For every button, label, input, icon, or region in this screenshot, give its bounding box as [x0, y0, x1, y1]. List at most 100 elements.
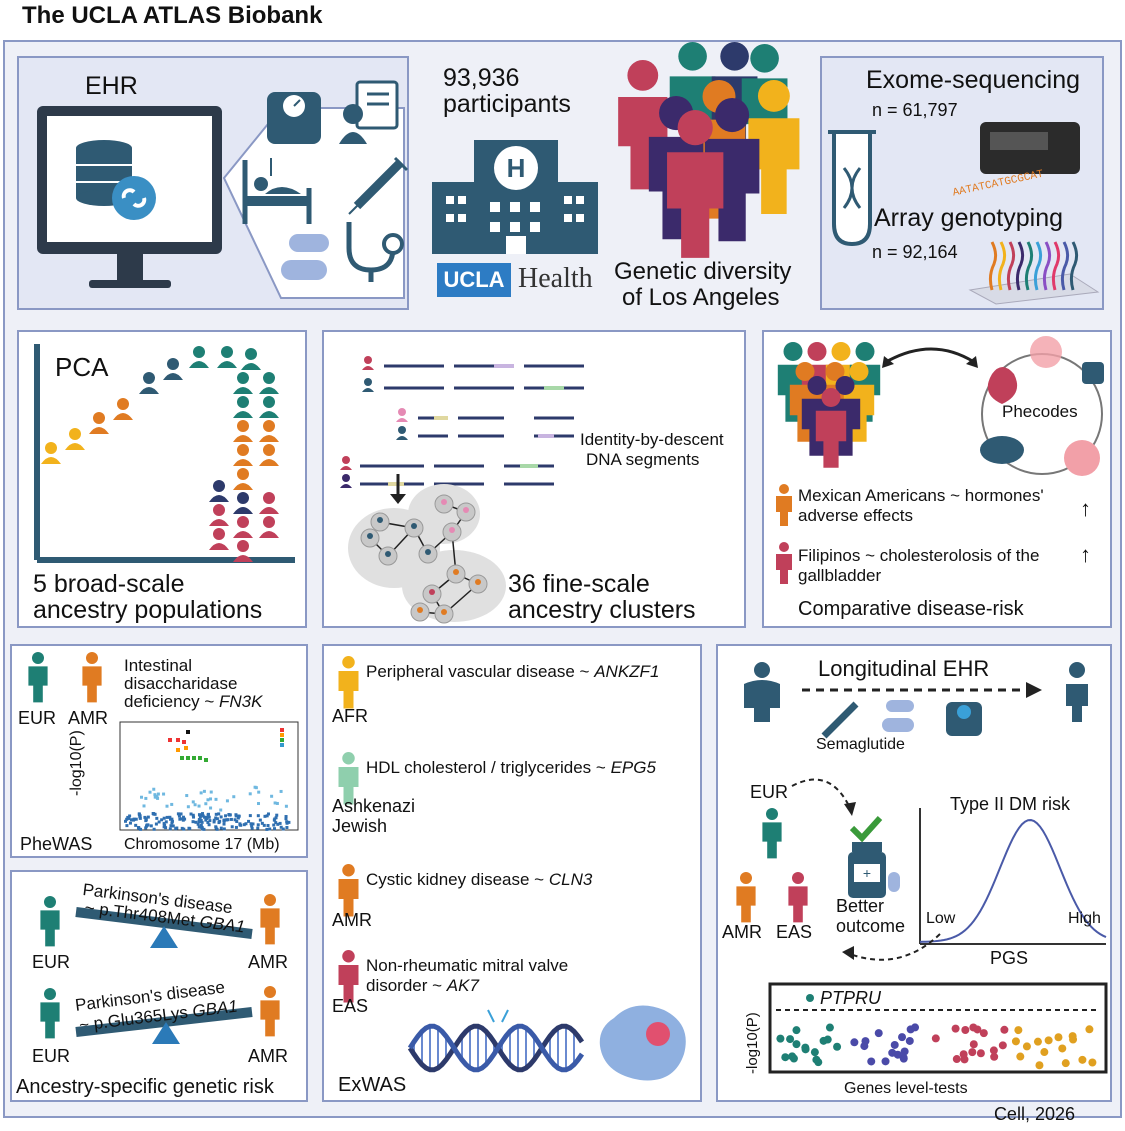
pca-person: [89, 412, 109, 434]
checkmark-icon: [849, 815, 883, 843]
gene-test-dot: [1054, 1033, 1063, 1042]
ibd-person-head: [342, 474, 350, 482]
eur-person-icon-2: [40, 988, 60, 1039]
gene-test-dot: [890, 1040, 899, 1049]
exome-label: Exome-sequencing: [866, 66, 1081, 94]
array-strand: [1060, 241, 1070, 291]
exwas-population: EAS: [332, 996, 369, 1016]
ancestry-risk-panel: Parkinson's disease ~ p.Thr408Met GBA1 E…: [10, 870, 308, 1102]
pca-person: [217, 346, 237, 368]
long-eur-person-icon: [762, 808, 782, 859]
amr-person-icon-2: [260, 986, 280, 1037]
pca-panel: PCA 5 broad-scale ancestry populations: [17, 330, 307, 628]
exwas-population: Ashkenazi: [332, 796, 416, 816]
crowd-person: [667, 110, 724, 258]
gene-test-dot: [1061, 1059, 1070, 1068]
svg-text:H: H: [507, 153, 526, 183]
exwas-trait: Peripheral vascular disease ~ ANKZF1: [366, 662, 660, 681]
network-node: [411, 523, 417, 529]
exwas-person-icon: [338, 752, 359, 805]
participants-label: participants: [443, 90, 571, 118]
gene-test-ylabel: -log10(P): [744, 1012, 761, 1074]
exwas-gene: EPG5: [610, 758, 656, 777]
syringe-small-icon: [821, 701, 859, 739]
array-strand: [1015, 241, 1025, 291]
exwas-trait: HDL cholesterol / triglycerides ~ EPG5: [366, 758, 656, 777]
gene-test-dot: [801, 1043, 810, 1052]
ibd-panel: Identity-by-descent DNA segments 36 fine…: [322, 330, 746, 628]
risk1-eur: EUR: [32, 952, 71, 972]
better-outcome-line2: outcome: [836, 916, 906, 936]
phewas-xlabel: Chromosome 17 (Mb): [124, 836, 280, 853]
pca-person: [209, 528, 229, 550]
array-strand: [1042, 241, 1052, 291]
ibd-segments: [340, 356, 584, 624]
exwas-person-icon: [338, 950, 359, 1003]
gene-test-dot: [819, 1036, 828, 1045]
phewas-panel: EUR AMR Intestinal disaccharidase defici…: [10, 644, 308, 858]
gene-test-dot: [812, 1055, 821, 1064]
risk2-eur: EUR: [32, 1046, 71, 1066]
network-node: [425, 549, 431, 555]
phewas-manhattan-plot: [119, 721, 299, 831]
gene-test-dot: [989, 1046, 998, 1055]
phecodes-label: Phecodes: [1002, 402, 1078, 421]
microarray-chip-icon: [968, 241, 1100, 305]
exwas-person: [338, 950, 359, 1003]
gene-tests-xlabel: Genes level-tests: [844, 1080, 968, 1097]
diversity-line2: of Los Angeles: [622, 284, 780, 311]
gene-test-dot: [961, 1026, 970, 1035]
fn3k-gene: FN3K: [218, 692, 263, 711]
pca-person: [113, 398, 133, 420]
test-tube-icon: [828, 130, 876, 247]
gene-test-dot: [976, 1049, 985, 1058]
long-eur-label: EUR: [750, 782, 789, 802]
gene-test-dot: [911, 1023, 920, 1032]
pgs-xlabel: PGS: [990, 948, 1029, 968]
pca-person: [259, 372, 279, 394]
pca-person: [233, 372, 253, 394]
gene-test-dot: [959, 1050, 968, 1059]
protein-structure-icon: [599, 1005, 686, 1081]
diverse-people-icon: [618, 42, 800, 258]
exwas-person: [338, 752, 359, 805]
pca-person: [233, 516, 253, 538]
sequencer-icon: [980, 122, 1080, 174]
scale-icon: [267, 92, 321, 144]
participants-count: 93,936: [443, 64, 520, 92]
gene-test-dot: [968, 1048, 977, 1057]
pca-person: [233, 396, 253, 418]
network-node: [441, 499, 447, 505]
gene-test-dot: [1014, 1026, 1023, 1035]
pca-person: [233, 444, 253, 466]
pca-person: [163, 358, 183, 380]
gene-test-dot: [776, 1034, 785, 1043]
gene-test-dot: [905, 1036, 914, 1045]
gene-test-dot: [881, 1057, 890, 1066]
hospital-bed-icon: [242, 158, 312, 224]
scale-small-icon: [946, 702, 982, 736]
person-figure: [788, 872, 808, 923]
pca-person: [259, 396, 279, 418]
pca-label: PCA: [55, 352, 109, 382]
network-node: [385, 551, 391, 557]
gene-test-dot: [931, 1034, 940, 1043]
person-figure: [736, 872, 756, 923]
gene-test-dot: [825, 1023, 834, 1032]
gene-test-dot: [1016, 1052, 1025, 1061]
gene-test-dot: [789, 1054, 798, 1063]
svg-text:+: +: [863, 865, 871, 881]
exwas-person-icon: [338, 864, 359, 917]
exwas-trait: Cystic kidney disease ~ CLN3: [366, 870, 593, 889]
gene-test-dot: [781, 1053, 790, 1062]
exwas-trait-line2: disorder ~ AK7: [366, 976, 479, 995]
gene-test-dot: [1078, 1055, 1087, 1064]
pca-person: [65, 428, 85, 450]
exwas-gene: AK7: [446, 976, 479, 995]
person-figure: [40, 988, 60, 1039]
network-node: [377, 517, 383, 523]
ibd-label-line2: DNA segments: [586, 450, 700, 469]
medicine-bottle-icon: +: [848, 842, 900, 898]
filipino-person-icon: [776, 542, 792, 584]
ibd-label-line1: Identity-by-descent: [580, 430, 724, 449]
